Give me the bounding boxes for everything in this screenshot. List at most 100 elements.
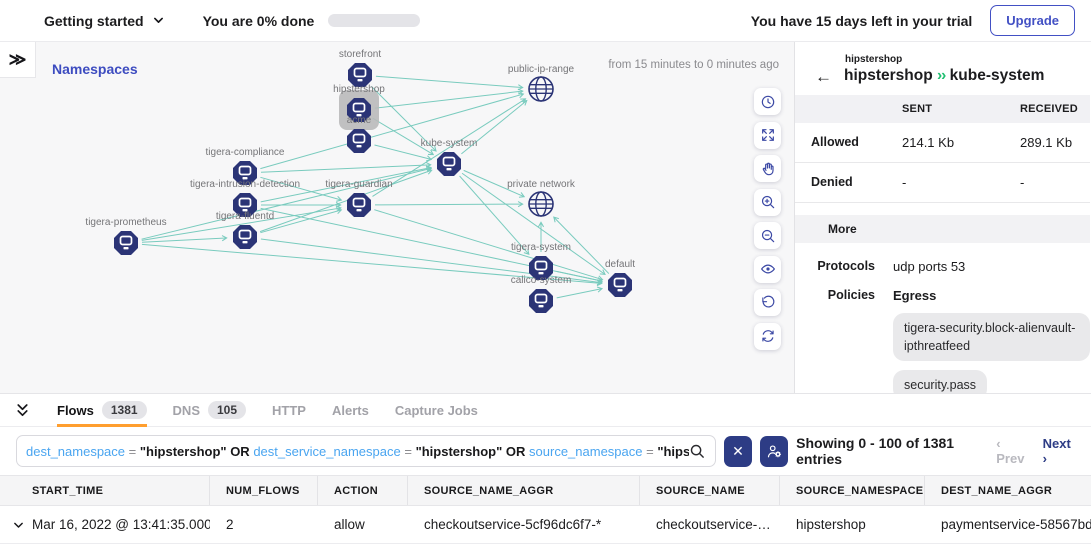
refresh-button[interactable] — [754, 322, 781, 350]
cell-dest_name_aggr: paymentservice-58567bdc — [941, 517, 1091, 532]
zoom-out-button[interactable] — [754, 222, 781, 249]
graph-edge — [375, 75, 524, 91]
query-token-op: = — [642, 443, 658, 459]
double-chevron-down-icon[interactable] — [14, 402, 31, 419]
graph-edge — [260, 176, 343, 202]
graph-toolbar — [754, 88, 781, 350]
graph-node-tigera-system[interactable]: tigera-system — [511, 242, 571, 280]
graph-node-default[interactable]: default — [605, 259, 635, 297]
column-header-num_flows[interactable]: NUM_FLOWS — [210, 476, 318, 505]
clock-icon — [761, 95, 774, 108]
tab-http[interactable]: HTTP — [272, 394, 306, 427]
zoom-in-button[interactable] — [754, 188, 781, 216]
protocols-label: Protocols — [817, 259, 875, 273]
cell-num_flows: 2 — [226, 517, 234, 532]
graph-node-private-network[interactable]: private network — [507, 179, 576, 217]
graph-node-tigera-guardian[interactable]: tigera-guardian — [325, 179, 393, 217]
user-settings-button[interactable] — [760, 435, 789, 467]
tab-capture-jobs[interactable]: Capture Jobs — [395, 394, 478, 427]
graph-edge — [553, 216, 610, 274]
graph-node-label: calico-system — [511, 275, 572, 286]
graph-node-tigera-fluentd[interactable]: tigera-fluentd — [216, 211, 274, 249]
graph-edge — [461, 99, 528, 155]
graph-node-label: tigera-prometheus — [85, 217, 166, 228]
query-token-val: "hipstershop" — [657, 443, 689, 459]
graph-node-storefront[interactable]: storefront — [339, 49, 381, 87]
next-page-button[interactable]: Next › — [1042, 436, 1071, 466]
back-arrow-icon[interactable]: ← — [815, 66, 832, 86]
column-header-source_namespace[interactable]: SOURCE_NAMESPACE — [780, 476, 925, 505]
edge-title: hipstershop ›› kube-system — [844, 67, 1044, 85]
history-button[interactable] — [754, 88, 781, 115]
column-header-source_name_aggr[interactable]: SOURCE_NAME_AGGR — [408, 476, 640, 505]
upgrade-button[interactable]: Upgrade — [990, 5, 1075, 36]
namespace-graph[interactable]: storefront public-ip-range hipstershopacme… — [0, 42, 795, 393]
breadcrumb: hipstershop — [845, 54, 903, 65]
graph-edge — [141, 243, 603, 287]
fit-view-button[interactable] — [754, 121, 781, 149]
visibility-button[interactable] — [754, 255, 781, 283]
graph-edge — [463, 169, 526, 198]
policy-pill[interactable]: security.pass — [893, 370, 988, 393]
detail-panel: hipstershop ← hipstershop ›› kube-system… — [795, 42, 1090, 393]
search-icon[interactable] — [689, 443, 706, 460]
traffic-table-header: SENT RECEIVED — [795, 95, 1090, 123]
graph-node-calico-system[interactable]: calico-system — [511, 275, 572, 313]
graph-canvas[interactable]: ≫ Namespaces from 15 minutes to 0 minute… — [0, 42, 795, 393]
row-expand-chevron[interactable] — [12, 518, 25, 531]
graph-node-hipstershop[interactable]: hipstershop — [333, 84, 385, 130]
column-header-action[interactable]: ACTION — [318, 476, 408, 505]
cell-source_name_aggr: checkoutservice-5cf96dc6f7-* — [424, 517, 602, 532]
flow-query-input[interactable]: dest_namespace = "hipstershop" OR dest_s… — [16, 435, 716, 467]
getting-started-menu[interactable]: Getting started — [44, 13, 165, 29]
query-token-bool: OR — [502, 443, 530, 459]
clear-search-button[interactable]: ✕ — [724, 435, 753, 467]
prev-page-button[interactable]: ‹ Prev — [996, 436, 1025, 466]
graph-node-label: tigera-intrusion-detection — [190, 179, 300, 190]
pan-button[interactable] — [754, 155, 781, 182]
policies-label: Policies — [827, 288, 875, 302]
graph-node-label: kube-system — [421, 138, 478, 149]
graph-node-acme[interactable]: acme — [347, 115, 372, 153]
graph-title: Namespaces — [52, 61, 138, 77]
column-header-start_time[interactable]: START_TIME — [0, 476, 210, 505]
query-token-val: "hipstershop" — [139, 443, 227, 459]
denied-label: Denied — [811, 175, 853, 189]
denied-row: Denied - - — [795, 163, 1090, 203]
allowed-row: Allowed 214.1 Kb 289.1 Kb — [795, 123, 1090, 163]
graph-node-label: acme — [347, 115, 372, 126]
graph-edge — [374, 144, 433, 162]
graph-node-tigera-compliance[interactable]: tigera-compliance — [206, 147, 285, 185]
sidebar-expand-button[interactable]: ≫ — [0, 42, 36, 78]
hand-icon — [762, 162, 774, 175]
denied-received: - — [1020, 175, 1025, 190]
time-range-label: from 15 minutes to 0 minutes ago — [608, 59, 779, 71]
policy-pill[interactable]: tigera-security.block-alienvault-ipthrea… — [893, 313, 1090, 362]
policies-row: Policies Egress tigera-security.block-al… — [795, 288, 1090, 393]
query-token-op: = — [400, 443, 416, 459]
graph-edge — [260, 165, 433, 203]
graph-node-tigera-intrusion-detection[interactable]: tigera-intrusion-detection — [190, 179, 300, 217]
sent-column-header: SENT — [902, 103, 933, 115]
refresh-icon — [761, 330, 774, 342]
graph-node-label: public-ip-range — [508, 64, 575, 75]
undo-icon — [761, 295, 774, 307]
graph-node-kube-system[interactable]: kube-system — [421, 138, 478, 176]
chevron-down-icon — [153, 17, 163, 23]
tab-alerts[interactable]: Alerts — [332, 394, 369, 427]
column-header-dest_name_aggr[interactable]: DEST_NAME_AGGR — [941, 484, 1053, 497]
getting-started-label: Getting started — [44, 12, 144, 29]
graph-node-public-ip-range[interactable]: public-ip-range — [508, 64, 575, 102]
undo-button[interactable] — [754, 289, 781, 316]
zoom-in-icon — [761, 195, 774, 209]
tab-label: Alerts — [331, 402, 369, 418]
column-header-source_name[interactable]: SOURCE_NAME — [640, 476, 780, 505]
edge-source: hipstershop — [844, 67, 933, 84]
graph-node-tigera-prometheus[interactable]: tigera-prometheus — [85, 217, 167, 255]
